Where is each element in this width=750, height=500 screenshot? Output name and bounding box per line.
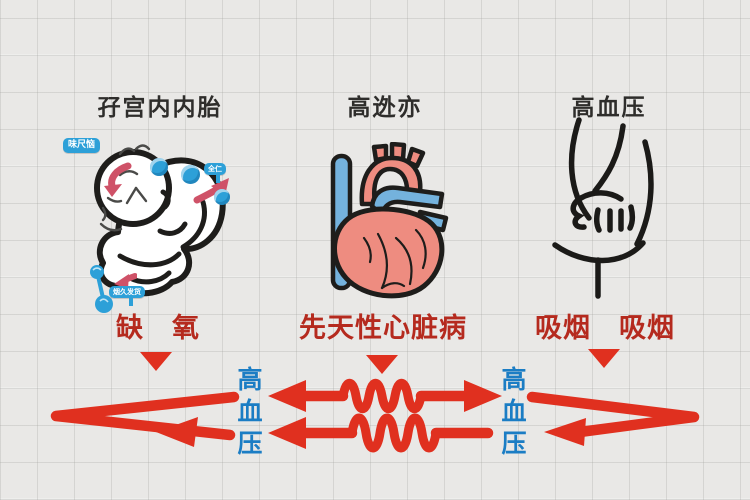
arrowheads [156,380,586,449]
annotation-tag-top-left: 味尺恼 [63,138,101,153]
title-fetus-column: 孖宫内内胎 [97,95,223,121]
annotation-tag-right: 全仁 [204,163,226,185]
fetus-face-lines [99,144,151,232]
aorta-arch [359,142,426,207]
molecule-cluster [90,265,113,313]
breast-curve [552,240,646,264]
caption-hypoxia: 缺 氧 [116,313,200,344]
molecule-dot [214,189,230,205]
down-triangle-icon [588,349,620,368]
arrowhead-left-icon [268,417,306,449]
hand-lines [570,190,636,233]
arrowhead-left-icon [268,380,306,412]
caption-congenital-heart-disease: 先天性心脏病 [299,313,467,344]
down-triangle-markers [140,349,620,374]
mini-arrow-left-icon [114,273,137,289]
left-return-arrow-line [50,391,240,441]
down-triangle-icon [366,355,398,374]
caption-smoking: 吸烟 吸烟 [535,313,675,344]
molecule-dot [150,158,168,176]
upper-squiggle [338,378,426,414]
right-hypertension-label: 高血压 [498,366,527,462]
annotation-tag-bottom: 烟久发货 [109,286,145,308]
down-triangle-icon [140,352,172,371]
fetus-illustration [94,144,226,297]
title-breast-column: 高血压 [571,95,647,121]
breast-exam-illustration [552,117,654,299]
lower-squiggle [347,413,441,453]
left-hypertension-label: 高血压 [234,366,263,462]
arrowhead-right-icon [464,380,502,412]
flow-arrows-diagram [50,349,700,453]
forearm-line [592,123,626,194]
resistance-squiggles [338,378,441,453]
mini-arrow-down-icon [104,162,132,197]
molecule-dot [181,165,200,184]
heart-body [332,206,445,299]
right-return-arrow-line [526,391,700,438]
arrowhead-left-icon [156,417,198,447]
title-heart-column: 高迯亦 [347,95,423,121]
torso-line [568,117,592,221]
heart-vein-lines [362,228,427,290]
side-line [634,139,654,247]
heart-illustration [330,142,449,299]
arrowhead-left-icon [544,418,586,446]
